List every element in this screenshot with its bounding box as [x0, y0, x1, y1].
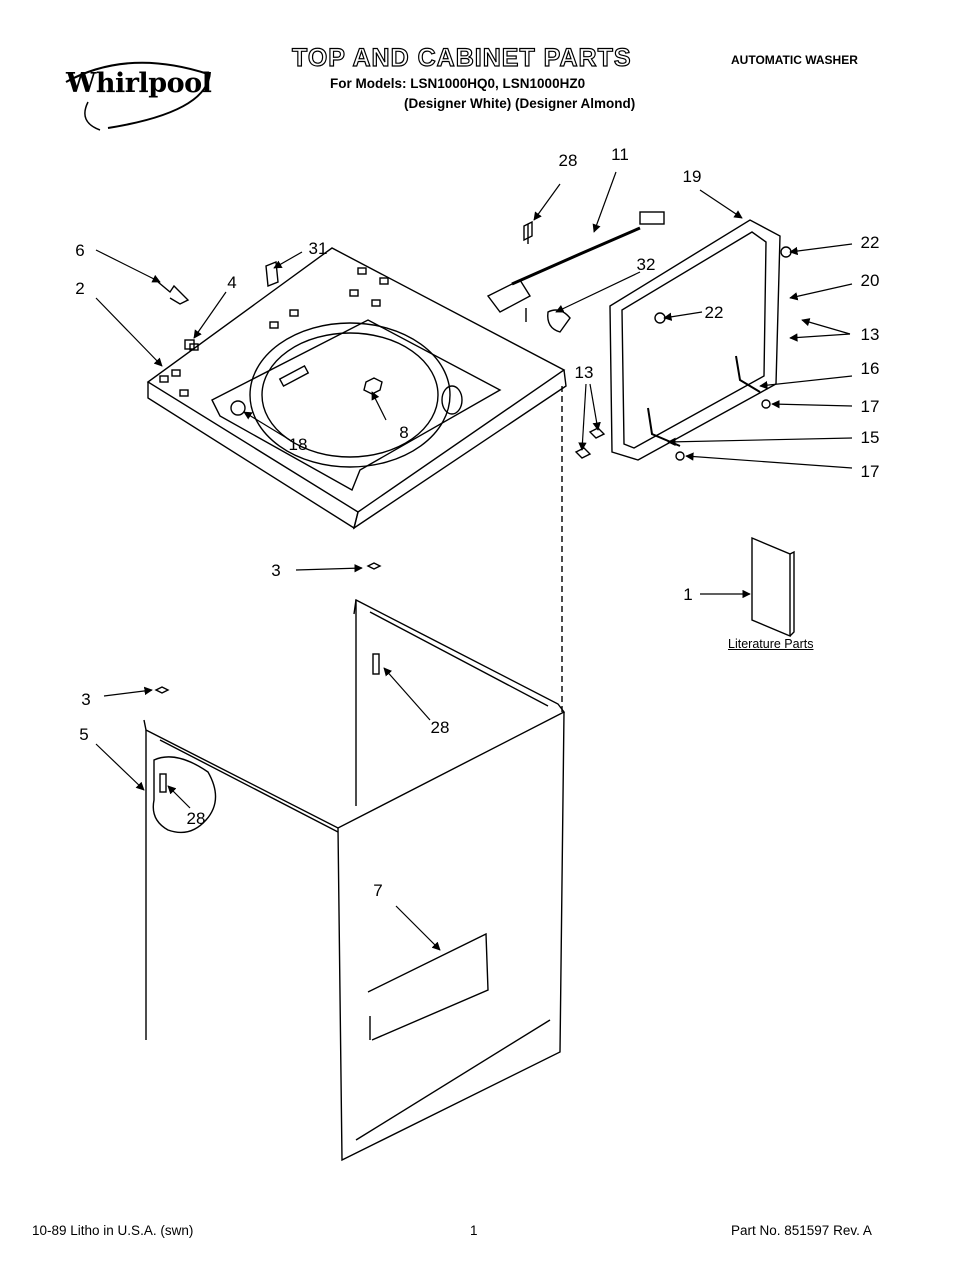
- callout-4: 4: [227, 273, 236, 292]
- callout-18: 18: [289, 435, 308, 454]
- callout-3-bottom: 3: [81, 690, 90, 709]
- screw-part-28: [372, 653, 380, 675]
- callout-11: 11: [611, 145, 629, 164]
- page-title: TOP AND CABINET PARTS: [291, 43, 632, 72]
- callout-28-top: 28: [559, 151, 578, 170]
- callout-15: 15: [861, 428, 880, 447]
- callout-31: 31: [309, 239, 328, 258]
- product-type: AUTOMATIC WASHER: [731, 53, 858, 67]
- callout-6: 6: [75, 241, 84, 260]
- callout-32: 32: [637, 255, 656, 274]
- clip-part-4: [184, 339, 195, 350]
- footer-print-info: 10-89 Litho in U.S.A. (swn): [32, 1223, 194, 1238]
- cabinet: [143, 386, 566, 1162]
- callout-7: 7: [373, 881, 382, 900]
- callout-8: 8: [399, 423, 408, 442]
- models-line: For Models: LSN1000HQ0, LSN1000HZ0: [330, 76, 586, 91]
- nut-part-8: [363, 377, 383, 395]
- clip-part-3-left: [154, 686, 170, 694]
- callout-13-right: 13: [861, 325, 880, 344]
- callout-28-mid: 28: [431, 718, 450, 737]
- clip-part-3-right: [366, 562, 382, 570]
- callout-5: 5: [79, 725, 88, 744]
- callout-20: 20: [861, 271, 880, 290]
- lid-part-32: [547, 309, 571, 333]
- literature-book: [751, 536, 795, 638]
- callout-22-left: 22: [705, 303, 724, 322]
- logo-swoosh: [65, 61, 211, 131]
- top-panel: [146, 247, 567, 530]
- variants-line: (Designer White) (Designer Almond): [404, 96, 636, 111]
- callout-17-top: 17: [861, 397, 880, 416]
- brand-wordmark: Whirlpool: [66, 68, 212, 99]
- literature-parts-label: Literature Parts: [728, 637, 814, 651]
- footer-page-number: 1: [470, 1223, 478, 1238]
- clip-part-6: [157, 281, 190, 305]
- lid-frame: [574, 219, 792, 461]
- bracket-part-31: [265, 261, 279, 287]
- callout-numbers: 28 11 19 6 31 32 22 20 4 2 22 13 16 13 1…: [75, 145, 879, 900]
- callout-16: 16: [861, 359, 880, 378]
- footer-part-number: Part No. 851597 Rev. A: [731, 1223, 872, 1238]
- callout-19: 19: [683, 167, 702, 186]
- callout-3-top: 3: [271, 561, 280, 580]
- callout-13-left: 13: [575, 363, 594, 382]
- callout-17-bottom: 17: [861, 462, 880, 481]
- callout-22-right: 22: [861, 233, 880, 252]
- callout-28-bottom: 28: [187, 809, 206, 828]
- callout-2: 2: [75, 279, 84, 298]
- lid-switch: [486, 279, 531, 313]
- callout-1: 1: [683, 585, 692, 604]
